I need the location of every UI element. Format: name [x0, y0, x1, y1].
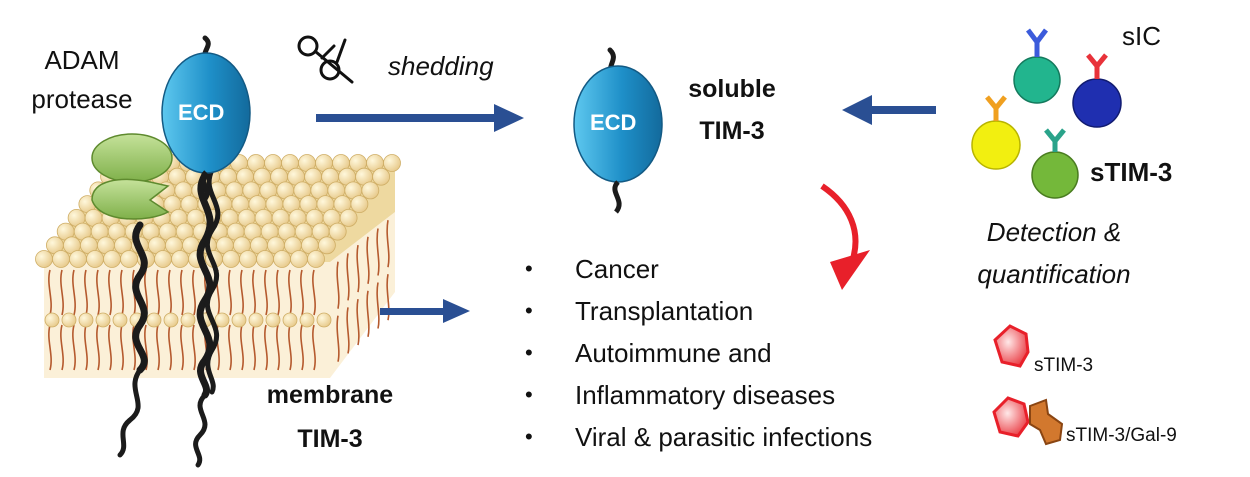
- soluble-tim3-text: TIM-3: [699, 116, 765, 145]
- soluble-ecd-label: ECD: [590, 110, 637, 135]
- sic-label: sIC: [1122, 21, 1161, 51]
- adam-label: ADAM protease: [22, 46, 142, 113]
- conditions-list: Cancer Transplantation Autoimmune and In…: [522, 248, 872, 458]
- shedding-label: shedding: [388, 51, 494, 81]
- transmembrane-helices: [132, 167, 221, 399]
- soluble-text: soluble: [688, 75, 776, 103]
- legend-stim3-label: sTIM-3: [1034, 355, 1094, 376]
- gal9-icon: [992, 396, 1064, 446]
- detection-label: Detection & quantification: [944, 218, 1164, 288]
- detection-text: Detection &: [986, 217, 1122, 247]
- scissors-icon: [297, 35, 354, 84]
- membrane-tim3-text: TIM-3: [297, 424, 363, 453]
- cytoplasmic-tails: [117, 367, 208, 468]
- cell-membrane: [35, 154, 401, 378]
- stim3-icon: [993, 324, 1030, 368]
- condition-item: Cancer: [522, 248, 872, 290]
- condition-item: Inflammatory diseases: [522, 374, 872, 416]
- adam-protease: [91, 133, 173, 220]
- quantification-text: quantification: [977, 258, 1131, 289]
- adam-text: ADAM: [44, 45, 120, 75]
- arrows: [316, 95, 936, 323]
- condition-item: Transplantation: [522, 290, 872, 332]
- soluble-tim3-label: soluble TIM-3: [676, 75, 788, 145]
- membrane-tim3: [161, 35, 251, 202]
- stim3-bold-label: sTIM-3: [1090, 157, 1173, 187]
- soluble-tim3-ecd: [573, 47, 663, 214]
- membrane-ecd-label: ECD: [178, 100, 225, 125]
- condition-item: Autoimmune and: [522, 332, 872, 374]
- antibody-icon: [971, 28, 1122, 199]
- membrane-tim3-label: membrane TIM-3: [240, 381, 420, 453]
- legend-stim3-gal9-label: sTIM-3/Gal-9: [1066, 425, 1177, 446]
- protease-text: protease: [31, 83, 133, 114]
- membrane-text: membrane: [266, 381, 394, 409]
- condition-item: Viral & parasitic infections: [522, 416, 872, 458]
